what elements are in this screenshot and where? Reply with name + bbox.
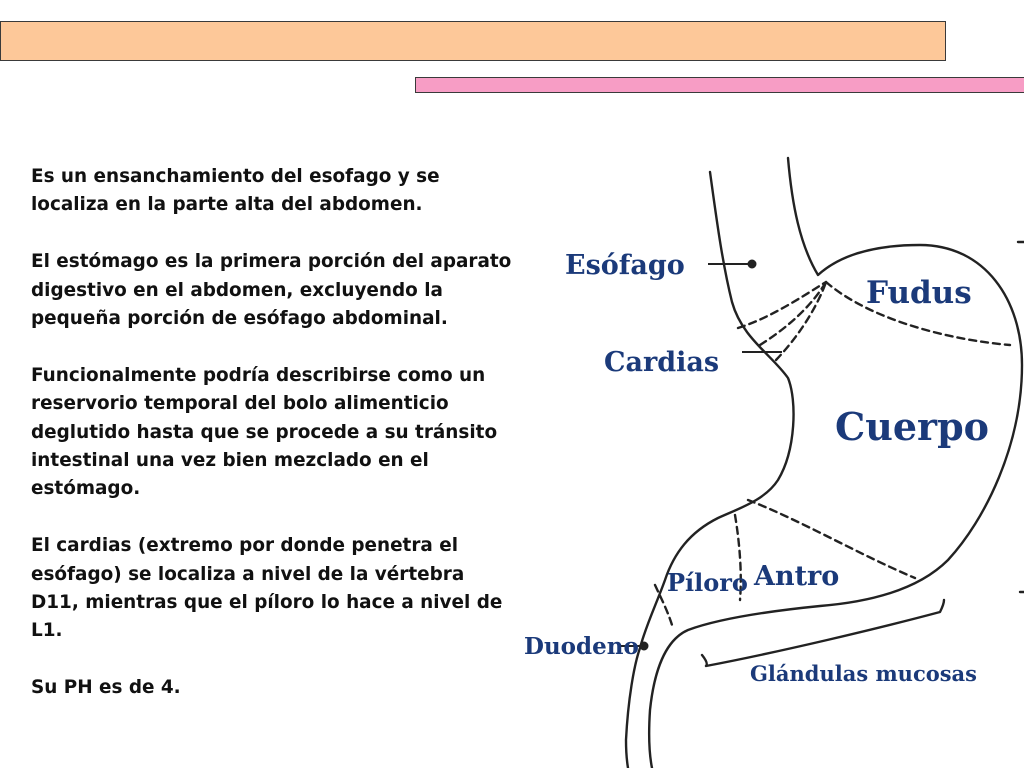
label-piloro: Píloro bbox=[667, 568, 748, 597]
label-antro: Antro bbox=[753, 561, 839, 592]
label-glandulas: Glándulas mucosas bbox=[750, 661, 977, 686]
stomach-diagram: Esófago Fudus Cardias Cuerpo Píloro Antr… bbox=[524, 156, 1024, 768]
cardias-dashed-1 bbox=[736, 280, 828, 330]
title-bar bbox=[0, 21, 946, 61]
label-duodeno: Duodeno bbox=[524, 633, 639, 660]
stomach-outer-outline bbox=[647, 156, 1024, 768]
paragraph-4: El cardias (extremo por donde penetra el… bbox=[31, 535, 503, 642]
paragraph-2: El estómago es la primera porción del ap… bbox=[31, 251, 512, 330]
paragraph-3: Funcionalmente podría describirse como u… bbox=[31, 364, 498, 500]
label-cuerpo: Cuerpo bbox=[835, 404, 989, 449]
pylorus-dashed-2 bbox=[653, 583, 674, 627]
stomach-inner-outline bbox=[624, 170, 795, 768]
glands-line bbox=[700, 598, 946, 668]
paragraph-5: Su PH es de 4. bbox=[31, 677, 181, 699]
antrum-dashed bbox=[746, 498, 917, 580]
label-cardias: Cardias bbox=[604, 347, 719, 378]
paragraph-1: Es un ensanchamiento del esofago y se lo… bbox=[31, 166, 440, 216]
cardias-dashed-2 bbox=[758, 280, 828, 347]
fundus-dashed bbox=[824, 280, 1012, 347]
description-text: Es un ensanchamiento del esofago y se lo… bbox=[31, 163, 516, 731]
cardias-dashed-3 bbox=[774, 280, 828, 362]
label-fudus: Fudus bbox=[866, 275, 972, 311]
pylorus-dashed-1 bbox=[733, 513, 742, 602]
label-esofago: Esófago bbox=[565, 250, 685, 281]
subtitle-bar bbox=[415, 77, 1024, 93]
